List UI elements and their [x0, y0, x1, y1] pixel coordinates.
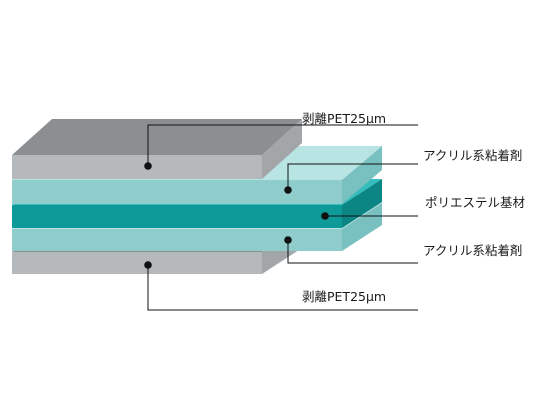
leader-upper-adhesive [287, 163, 418, 190]
label-bottom-release: 剥離PET25μm [302, 289, 387, 304]
substrate-front [12, 205, 342, 228]
top-release-front [12, 155, 262, 179]
label-upper-adhesive: アクリル系粘着剤 [423, 148, 523, 163]
dot-lower-adhesive [284, 236, 292, 244]
upper-adhesive-side [342, 146, 382, 204]
dot-upper-adhesive [284, 186, 292, 194]
lower-adhesive-side [342, 203, 382, 251]
dot-top-release [144, 162, 152, 170]
top-release-side [262, 119, 302, 179]
label-top-release: 剥離PET25μm [302, 111, 387, 126]
lower-adhesive-front [12, 229, 342, 251]
top-release-top [12, 119, 302, 155]
leader-lower-adhesive [287, 240, 418, 264]
top-release-layer [12, 119, 302, 179]
dot-bottom-release [144, 261, 152, 269]
upper-adhesive-front [12, 180, 342, 204]
leader-bottom-release [147, 265, 418, 311]
label-substrate: ポリエステル基材 [425, 195, 526, 210]
dot-substrate [321, 212, 329, 220]
bottom-release-front [12, 252, 262, 274]
label-lower-adhesive: アクリル系粘着剤 [423, 243, 523, 258]
leader-top-release [147, 124, 418, 166]
